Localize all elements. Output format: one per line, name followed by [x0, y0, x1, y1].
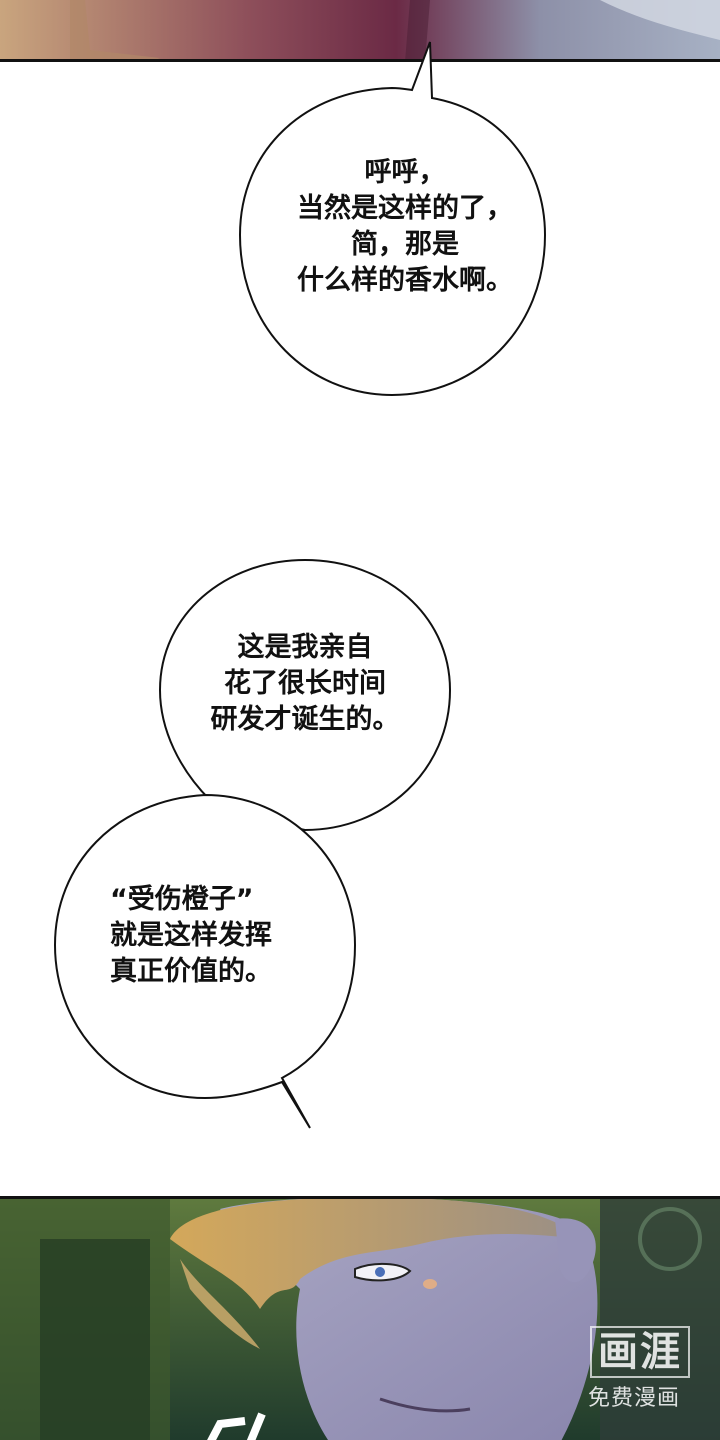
speech-bubble-1: [238, 41, 547, 397]
speech-bubble-3: [53, 793, 357, 1129]
watermark-tagline: 免费漫画: [587, 1386, 680, 1411]
bubble-1-text: 呼呼， 当然是这样的了， 简，那是 什么样的香水啊。: [297, 157, 513, 296]
bottom-panel-art: [0, 1199, 720, 1440]
top-panel-art: [0, 0, 720, 59]
top-comic-panel: [0, 0, 720, 62]
bubble-3-text: “受伤橙子” 就是这样发挥 真正价值的。: [110, 884, 272, 987]
bubble-2-text: 这是我亲自 花了很长时间 研发才诞生的。: [210, 632, 400, 735]
watermark-logo: 画涯: [590, 1326, 690, 1378]
bottom-comic-panel: 画涯 免费漫画: [0, 1196, 720, 1440]
